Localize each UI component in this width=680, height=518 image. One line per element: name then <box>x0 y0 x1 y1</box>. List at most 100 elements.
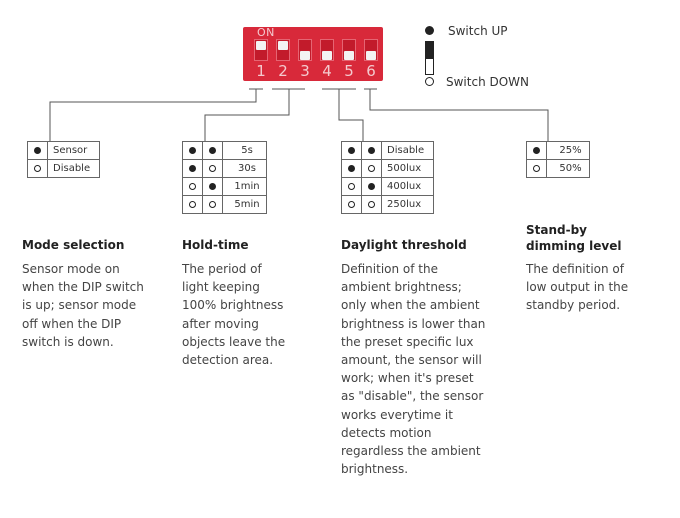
switch-up-icon <box>348 146 355 154</box>
switch-state-cell <box>27 159 48 178</box>
switch-down-icon <box>34 164 41 172</box>
option-label: Disable <box>381 141 434 160</box>
switch-up-legend-icon <box>425 26 434 35</box>
standby-dimming-description: The definition of low output in the stan… <box>526 262 629 313</box>
option-label: 5min <box>222 195 267 214</box>
switch-up-legend-label: Switch UP <box>448 24 508 38</box>
dip-on-label: ON <box>257 26 275 39</box>
dip-switch-number: 2 <box>278 62 288 80</box>
connector-standby <box>369 89 549 141</box>
option-label: Disable <box>47 159 100 178</box>
option-label: Sensor <box>47 141 100 160</box>
mode-selection-description: Sensor mode on when the DIP switch is up… <box>22 262 144 349</box>
dip-switch-knob <box>300 51 310 60</box>
switch-down-icon <box>348 182 355 190</box>
dip-switch-number: 3 <box>300 62 310 80</box>
switch-down-icon <box>348 200 355 208</box>
switch-state-cell <box>341 195 362 214</box>
connector-hold-time <box>204 89 290 141</box>
switch-state-cell <box>361 141 382 160</box>
mode-selection-heading: Mode selection <box>22 238 125 252</box>
switch-state-cell <box>361 159 382 178</box>
switch-up-icon <box>34 146 41 154</box>
dip-switch-knob <box>366 51 376 60</box>
dip-switch-5[interactable] <box>342 39 356 61</box>
table-row: 5s <box>182 141 267 160</box>
switch-state-cell <box>182 141 203 160</box>
connector-daylight <box>338 89 364 141</box>
option-label: 500lux <box>381 159 434 178</box>
switch-state-cell <box>182 159 203 178</box>
switch-state-cell <box>202 159 223 178</box>
table-row: 400lux <box>341 177 434 196</box>
standby-dimming-heading: Stand-by dimming level <box>526 223 622 253</box>
switch-down-legend-icon <box>425 77 434 86</box>
option-label: 1min <box>222 177 267 196</box>
switch-state-cell <box>182 195 203 214</box>
dip-switch-number: 4 <box>322 62 332 80</box>
switch-down-legend-label: Switch DOWN <box>446 75 530 89</box>
switch-state-cell <box>341 159 362 178</box>
dip-switch-knob <box>256 41 266 50</box>
switch-state-cell <box>202 177 223 196</box>
dip-switch-2[interactable] <box>276 39 290 61</box>
dip-switch-1[interactable] <box>254 39 268 61</box>
dip-switch-knob <box>344 51 354 60</box>
switch-legend-icon <box>425 41 434 75</box>
table-row: 50% <box>526 159 590 178</box>
switch-down-icon <box>209 200 216 208</box>
table-row: Sensor <box>27 141 100 160</box>
daylight-threshold-description: Definition of the ambient brightness; on… <box>341 262 486 477</box>
connector-mode-selection <box>49 89 257 141</box>
table-row: Disable <box>27 159 100 178</box>
switch-state-cell <box>341 141 362 160</box>
switch-up-icon <box>209 182 216 190</box>
switch-down-icon <box>368 164 375 172</box>
switch-state-cell <box>526 141 547 160</box>
table-row: 1min <box>182 177 267 196</box>
daylight-threshold-heading: Daylight threshold <box>341 238 467 252</box>
table-row: 25% <box>526 141 590 160</box>
switch-down-icon <box>189 182 196 190</box>
switch-down-icon <box>209 164 216 172</box>
option-label: 50% <box>546 159 590 178</box>
switch-down-icon <box>189 200 196 208</box>
dip-switch-knob <box>278 41 288 50</box>
dip-switch-6[interactable] <box>364 39 378 61</box>
switch-state-cell <box>361 177 382 196</box>
switch-state-cell <box>202 141 223 160</box>
dip-switch-number: 5 <box>344 62 354 80</box>
switch-state-cell <box>202 195 223 214</box>
switch-down-icon <box>533 164 540 172</box>
dip-switch-number: 6 <box>366 62 376 80</box>
switch-state-cell <box>361 195 382 214</box>
switch-up-icon <box>189 164 196 172</box>
switch-up-icon <box>348 164 355 172</box>
switch-state-cell <box>27 141 48 160</box>
standby-dimming-table: 25%50% <box>526 141 590 178</box>
table-row: 30s <box>182 159 267 178</box>
dip-switch-knob <box>322 51 332 60</box>
dip-switch-number: 1 <box>256 62 266 80</box>
option-label: 30s <box>222 159 267 178</box>
dip-switch-3[interactable] <box>298 39 312 61</box>
switch-state-cell <box>526 159 547 178</box>
switch-down-icon <box>368 200 375 208</box>
switch-up-icon <box>209 146 216 154</box>
table-row: 500lux <box>341 159 434 178</box>
switch-state-cell <box>182 177 203 196</box>
switch-state-cell <box>341 177 362 196</box>
table-row: Disable <box>341 141 434 160</box>
dip-switch-4[interactable] <box>320 39 334 61</box>
hold-time-description: The period of light keeping 100% brightn… <box>182 262 286 368</box>
hold-time-heading: Hold-time <box>182 238 249 252</box>
switch-up-icon <box>189 146 196 154</box>
table-row: 250lux <box>341 195 434 214</box>
option-label: 25% <box>546 141 590 160</box>
table-row: 5min <box>182 195 267 214</box>
switch-up-icon <box>368 146 375 154</box>
